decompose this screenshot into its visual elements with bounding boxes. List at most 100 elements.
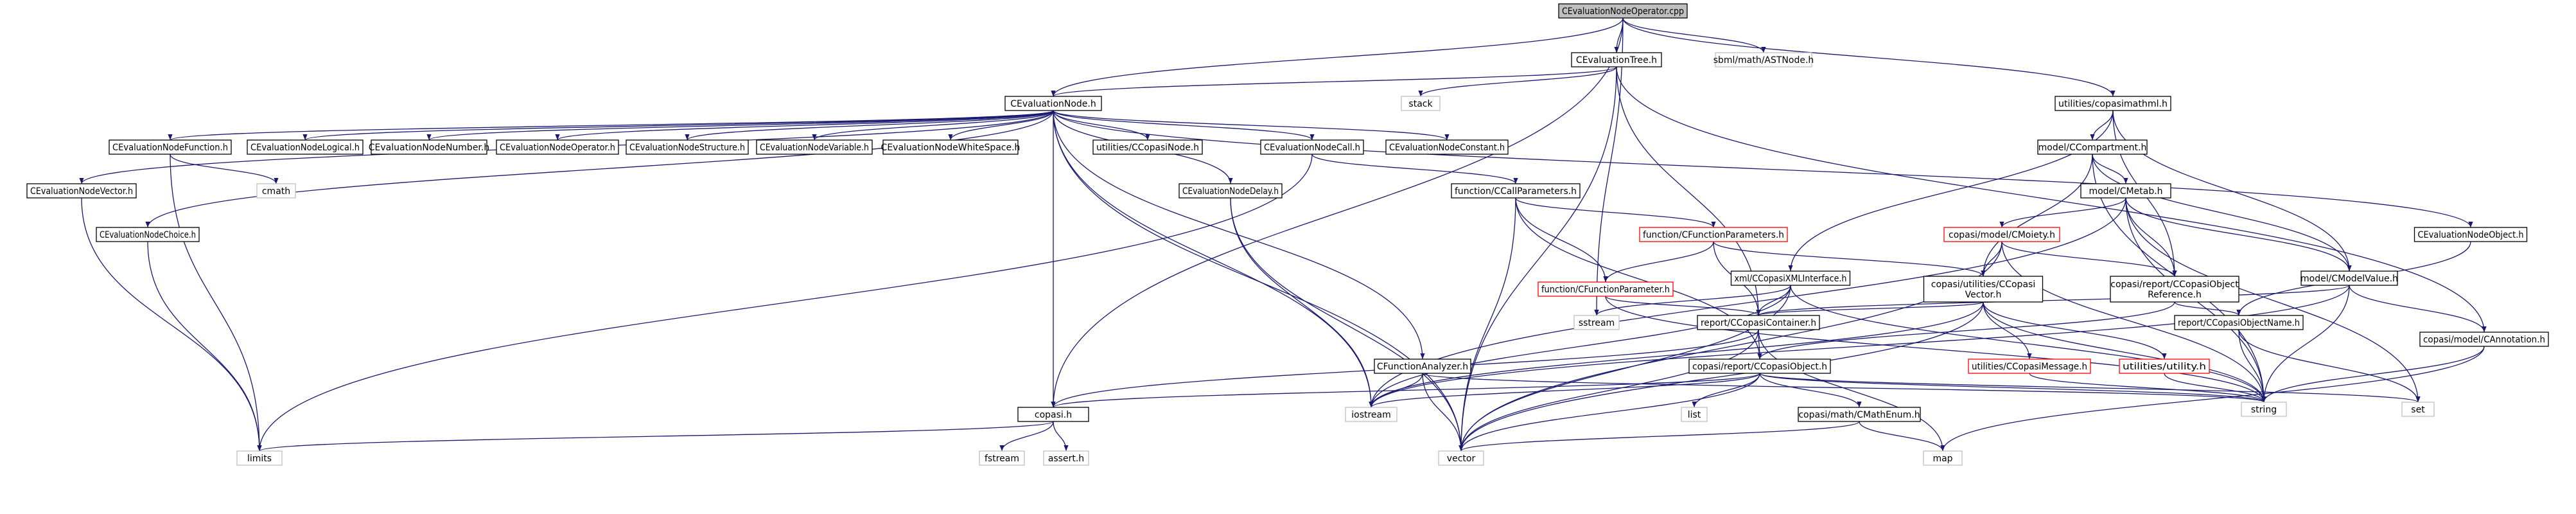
node-nfunction[interactable]: CEvaluationNodeFunction.h <box>109 139 232 155</box>
node-objname[interactable]: report/CCopasiObjectName.h <box>2174 315 2304 330</box>
node-nnumber[interactable]: CEvaluationNodeNumber.h <box>369 139 489 155</box>
node-stack[interactable]: stack <box>1401 96 1441 111</box>
edge-objname-to-set <box>2238 329 2421 403</box>
node-xmlinterface[interactable]: xml/CCopasiXMLInterface.h <box>1730 270 1851 286</box>
node-iostream[interactable]: iostream <box>1345 407 1398 422</box>
node-label: CEvaluationNodeConstant.h <box>1389 143 1505 153</box>
node-label: CEvaluationNodeVariable.h <box>760 143 869 153</box>
node-box <box>2055 96 2171 111</box>
node-box <box>496 139 619 155</box>
node-sstream[interactable]: sstream <box>1573 315 1620 330</box>
node-root[interactable]: CEvaluationNodeOperator.cpp <box>1558 3 1688 19</box>
node-box <box>2414 227 2528 242</box>
node-nobject[interactable]: CEvaluationNodeObject.h <box>2414 227 2528 242</box>
node-box <box>1730 270 1851 286</box>
edges-layer <box>79 17 2487 452</box>
edge-mathml-to-compartment <box>2090 110 2114 141</box>
edge-metab-to-modelvalue <box>2125 197 2352 272</box>
edge-funcparams-to-funcparam <box>1603 241 1714 283</box>
node-funcparams[interactable]: function/CFunctionParameters.h <box>1639 227 1788 242</box>
edge-nfunction-to-cmath <box>170 154 279 184</box>
node-label: cmath <box>262 186 290 197</box>
node-compartment[interactable]: model/CCompartment.h <box>2037 139 2148 155</box>
node-label: CEvaluationNodeCall.h <box>1264 143 1360 153</box>
edge-evalnode-to-nconstant <box>1053 110 1450 141</box>
edge-funcparam-to-string <box>1605 296 2266 403</box>
node-label: CEvaluationNodeFunction.h <box>112 143 228 153</box>
edge-evalnode-to-noperator <box>555 110 1054 141</box>
node-nconstant[interactable]: CEvaluationNodeConstant.h <box>1385 139 1509 155</box>
node-label: copasi/math/CMathEnum.h <box>1798 410 1920 420</box>
node-label: list <box>1688 410 1701 420</box>
node-map[interactable]: map <box>1923 450 1963 466</box>
edge-tree-to-stack <box>1418 66 1617 97</box>
node-nchoice[interactable]: CEvaluationNodeChoice.h <box>96 227 200 242</box>
node-vector[interactable]: vector <box>1438 450 1484 466</box>
node-funcanalyzer[interactable]: CFunctionAnalyzer.h <box>1374 359 1471 374</box>
edge-metab-to-moiety <box>1999 197 2126 228</box>
node-label: fstream <box>985 454 1019 464</box>
node-tree[interactable]: CEvaluationTree.h <box>1571 52 1662 67</box>
edge-moiety-to-objref <box>2001 241 2177 277</box>
edge-metab-to-objref <box>2125 197 2177 277</box>
edge-container-to-map <box>1758 329 1945 452</box>
edge-annotation-to-string <box>2261 346 2485 403</box>
node-message[interactable]: utilities/CCopasiMessage.h <box>1968 359 2091 374</box>
node-copasinode[interactable]: utilities/CCopasiNode.h <box>1092 139 1203 155</box>
node-nwhitespace[interactable]: CEvaluationNodeWhiteSpace.h <box>881 139 1021 155</box>
edge-tree-to-vector <box>1459 66 1617 452</box>
node-set[interactable]: set <box>2401 402 2435 417</box>
node-annotation[interactable]: copasi/model/CAnnotation.h <box>2419 332 2549 347</box>
node-assert[interactable]: assert.h <box>1043 450 1089 466</box>
node-utility[interactable]: utilities/utility.h <box>2119 359 2210 374</box>
node-box <box>1017 407 1089 422</box>
edge-nvector-to-limits <box>81 197 262 452</box>
node-box <box>236 450 283 466</box>
node-container[interactable]: report/CCopasiContainer.h <box>1697 315 1820 330</box>
node-box <box>756 139 873 155</box>
node-string[interactable]: string <box>2241 402 2287 417</box>
node-list[interactable]: list <box>1681 407 1708 422</box>
edge-tree-to-evalnode <box>1051 66 1617 97</box>
node-moiety[interactable]: copasi/model/CMoiety.h <box>1943 227 2060 242</box>
node-mathenum[interactable]: copasi/math/CMathEnum.h <box>1798 407 1921 422</box>
node-cmath[interactable]: cmath <box>256 183 296 199</box>
node-ccobject[interactable]: copasi/report/CCopasiObject.h <box>1688 359 1831 374</box>
edge-ccvector-to-iostream <box>1369 301 1984 408</box>
node-ncall[interactable]: CEvaluationNodeCall.h <box>1260 139 1364 155</box>
node-limits[interactable]: limits <box>236 450 283 466</box>
node-nvector[interactable]: CEvaluationNodeVector.h <box>26 183 137 199</box>
node-label: set <box>2411 405 2425 415</box>
node-evalnode[interactable]: CEvaluationNode.h <box>1004 96 1102 111</box>
node-label: map <box>1932 454 1952 464</box>
node-box <box>1943 227 2060 242</box>
node-label: CEvaluationTree.h <box>1576 55 1657 66</box>
edge-copasih-to-assert <box>1053 421 1069 452</box>
node-nlogical[interactable]: CEvaluationNodeLogical.h <box>247 139 364 155</box>
node-modelvalue[interactable]: model/CModelValue.h <box>2300 270 2398 286</box>
node-funcparam[interactable]: function/CFunctionParameter.h <box>1538 281 1674 297</box>
node-mathml[interactable]: utilities/copasimathml.h <box>2055 96 2171 111</box>
node-noperator[interactable]: CEvaluationNodeOperator.h <box>496 139 619 155</box>
node-nstructure[interactable]: CEvaluationNodeStructure.h <box>626 139 749 155</box>
node-astnode[interactable]: sbml/math/ASTNode.h <box>1713 52 1814 67</box>
node-copasih[interactable]: copasi.h <box>1017 407 1089 422</box>
node-label: vector <box>1447 454 1476 464</box>
node-label: CEvaluationNodeNumber.h <box>369 143 489 153</box>
edge-ccobject-to-copasih <box>1051 373 1760 408</box>
node-box <box>2174 315 2304 330</box>
edge-evalnode-to-nfunction <box>168 110 1054 141</box>
edge-objref-to-objname <box>2174 301 2241 316</box>
node-nvariable[interactable]: CEvaluationNodeVariable.h <box>756 139 873 155</box>
node-callparams[interactable]: function/CCallParameters.h <box>1451 183 1581 199</box>
node-fstream[interactable]: fstream <box>979 450 1025 466</box>
node-ndelay[interactable]: CEvaluationNodeDelay.h <box>1178 183 1283 199</box>
node-metab[interactable]: model/CMetab.h <box>2080 183 2171 199</box>
node-label: CEvaluationNodeWhiteSpace.h <box>881 143 1021 153</box>
node-box <box>247 139 364 155</box>
edge-callparams-to-funcparam <box>1515 197 1608 283</box>
node-box <box>1573 315 1620 330</box>
